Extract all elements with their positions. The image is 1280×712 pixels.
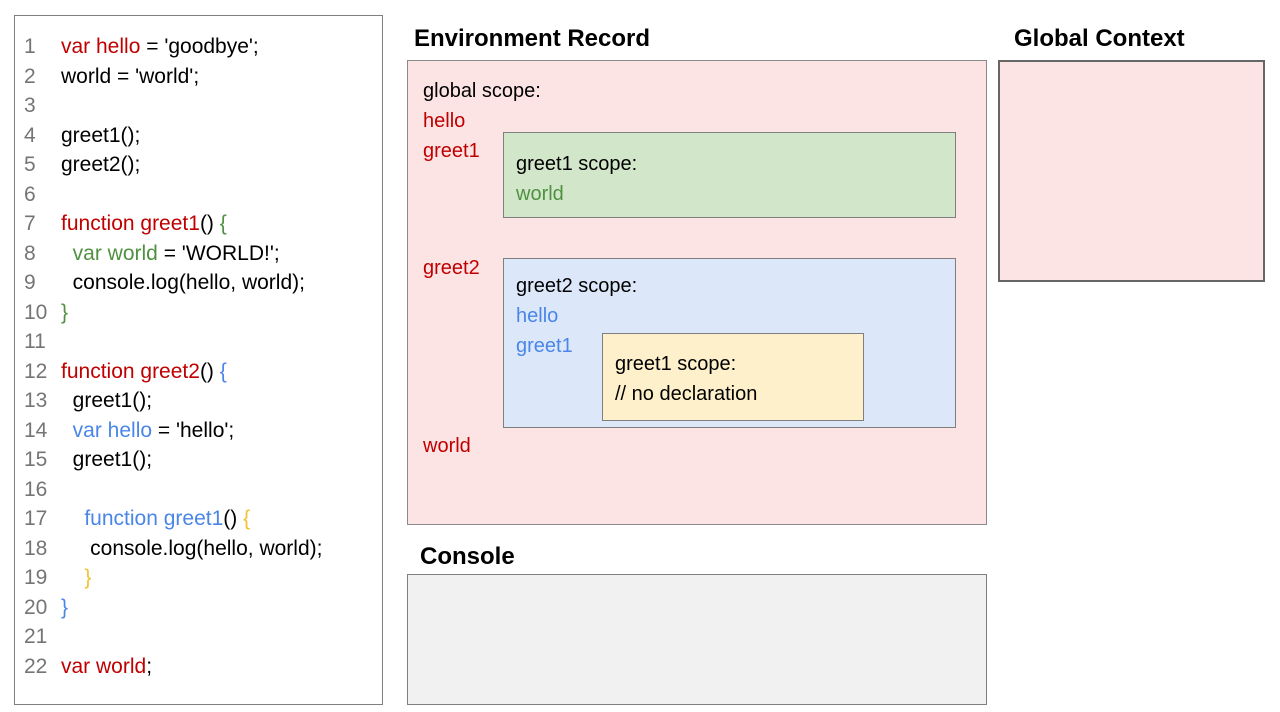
code-line: 10} [15, 298, 382, 328]
code-line: 16 [15, 475, 382, 505]
code-line: 8 var world = 'WORLD!'; [15, 239, 382, 269]
line-number: 3 [24, 94, 36, 117]
global-scope-box: global scope: hello greet1 greet1 scope:… [407, 60, 987, 525]
greet2-var-greet1: greet1 [516, 335, 573, 357]
global-context-title: Global Context [1014, 25, 1185, 52]
line-number: 13 [24, 389, 48, 412]
code-line: 6 [15, 180, 382, 210]
code-line: 13 greet1(); [15, 386, 382, 416]
code-text: function greet2() { [61, 359, 227, 383]
code-line: 17 function greet1() { [15, 504, 382, 534]
greet2-scope-box: greet2 scope: hello greet1 greet1 scope:… [503, 258, 956, 428]
line-number: 7 [24, 212, 36, 235]
code-text: world = 'world'; [61, 64, 200, 88]
line-number: 1 [24, 35, 36, 58]
code-line: 3 [15, 91, 382, 121]
no-declaration-comment: // no declaration [615, 383, 758, 405]
code-line: 1 var hello = 'goodbye'; [15, 32, 382, 62]
greet1-var-world: world [516, 183, 564, 205]
code-text: } [84, 566, 92, 589]
global-var-greet2: greet2 [423, 257, 480, 279]
code-line: 2 world = 'world'; [15, 62, 382, 92]
global-var-world: world [423, 435, 471, 457]
code-line: 7 function greet1() { [15, 209, 382, 239]
code-line: 22 var world; [15, 652, 382, 682]
code-text: console.log(hello, world); [61, 536, 323, 560]
line-number: 21 [24, 625, 48, 648]
line-number: 8 [24, 241, 36, 265]
code-line: 15 greet1(); [15, 445, 382, 475]
code-text: } [61, 300, 69, 324]
line-number: 9 [24, 271, 36, 294]
greet2-var-hello: hello [516, 305, 559, 327]
line-number: 15 [24, 448, 48, 471]
console-box [407, 574, 987, 705]
code-text: var hello = 'goodbye'; [61, 35, 259, 58]
code-line: 11 [15, 327, 382, 357]
line-number: 20 [24, 595, 48, 619]
line-number: 5 [24, 153, 36, 176]
code-line: 20} [15, 593, 382, 623]
global-var-greet1: greet1 [423, 140, 480, 162]
line-number: 11 [24, 330, 46, 353]
code-text: greet1(); [61, 123, 141, 147]
code-line: 5 greet2(); [15, 150, 382, 180]
code-line: 21 [15, 622, 382, 652]
line-number: 6 [24, 182, 36, 206]
code-text: greet2(); [61, 153, 141, 176]
code-panel: 1 var hello = 'goodbye'; 2 world = 'world';… [14, 15, 383, 705]
line-number: 4 [24, 123, 36, 147]
inner-greet1-scope-label: greet1 scope: [615, 353, 737, 375]
greet1-scope-label: greet1 scope: [516, 153, 638, 175]
code-text: function greet1() { [84, 507, 251, 530]
line-number: 14 [24, 418, 48, 442]
line-number: 2 [24, 64, 36, 88]
code-line: 18 console.log(hello, world); [15, 534, 382, 564]
code-text: greet1(); [61, 448, 153, 471]
code-text: var hello = 'hello'; [72, 418, 235, 442]
code-line: 19 } [15, 563, 382, 593]
console-title: Console [420, 543, 515, 570]
line-number: 16 [24, 477, 48, 501]
code-text: var world = 'WORLD!'; [72, 241, 280, 265]
greet1-scope-box: greet1 scope: world [503, 132, 956, 218]
line-number: 17 [24, 507, 48, 530]
line-number: 22 [24, 654, 48, 678]
greet2-scope-label: greet2 scope: [516, 275, 638, 297]
environment-record-title: Environment Record [414, 25, 651, 52]
code-text: } [61, 595, 69, 619]
line-number: 18 [24, 536, 48, 560]
line-number: 19 [24, 566, 48, 589]
code-line: 9 console.log(hello, world); [15, 268, 382, 298]
line-number: 12 [24, 359, 48, 383]
line-number: 10 [24, 300, 48, 324]
code-text: greet1(); [61, 389, 153, 412]
global-var-hello: hello [423, 110, 466, 132]
greet2-greet1-scope-box: greet1 scope: // no declaration [602, 333, 864, 421]
code-text: var world; [61, 654, 153, 678]
code-line: 14 var hello = 'hello'; [15, 416, 382, 446]
global-context-box [998, 60, 1265, 282]
code-text: function greet1() { [61, 212, 227, 235]
global-scope-label: global scope: [423, 80, 541, 102]
code-line: 12 function greet2() { [15, 357, 382, 387]
code-text: console.log(hello, world); [61, 271, 305, 294]
code-line: 4 greet1(); [15, 121, 382, 151]
